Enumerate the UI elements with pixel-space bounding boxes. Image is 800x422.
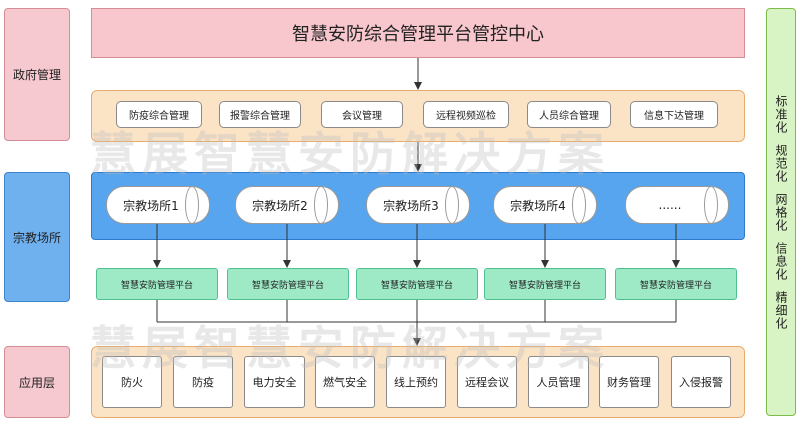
mgmt-item-epidemic[interactable]: 防疫综合管理: [116, 101, 202, 128]
application-layer-text: 应用层: [18, 375, 55, 390]
religious-site-label: 宗教场所: [4, 172, 70, 302]
venue-label: 宗教场所2: [252, 198, 308, 213]
venue-cylinder[interactable]: 宗教场所1: [106, 186, 210, 224]
venue-label: 宗教场所1: [123, 198, 179, 213]
platform-box-label: 智慧安防管理平台: [639, 280, 712, 291]
app-item-online-booking[interactable]: 线上预约: [386, 356, 446, 408]
app-item-remote-meeting[interactable]: 远程会议: [457, 356, 517, 408]
principle-item: 信息化: [774, 241, 788, 281]
app-item-label: 远程会议: [465, 376, 509, 389]
mgmt-item-label: 会议管理: [342, 111, 382, 122]
venue-cylinder[interactable]: 宗教场所2: [235, 186, 339, 224]
mgmt-item-meeting[interactable]: 会议管理: [321, 101, 403, 128]
platform-box[interactable]: 智慧安防管理平台: [227, 268, 349, 300]
platform-box[interactable]: 智慧安防管理平台: [615, 268, 737, 300]
app-item-fire[interactable]: 防火: [102, 356, 162, 408]
platform-box[interactable]: 智慧安防管理平台: [356, 268, 478, 300]
venue-cylinder[interactable]: ......: [625, 186, 729, 224]
application-layer-label: 应用层: [4, 346, 70, 418]
religious-site-text: 宗教场所: [12, 230, 61, 245]
mgmt-item-video-patrol[interactable]: 远程视频巡检: [423, 101, 509, 128]
gov-management-text: 政府管理: [12, 68, 61, 82]
platform-box-label: 智慧安防管理平台: [251, 280, 324, 291]
mgmt-item-alarm[interactable]: 报警综合管理: [219, 101, 301, 128]
mgmt-item-personnel[interactable]: 人员综合管理: [527, 101, 611, 128]
principle-item: 规范化: [774, 143, 788, 183]
mgmt-item-label: 远程视频巡检: [436, 111, 496, 122]
venue-label: 宗教场所3: [383, 198, 439, 213]
mgmt-item-label: 报警综合管理: [230, 111, 290, 122]
platform-box-label: 智慧安防管理平台: [380, 280, 453, 291]
platform-box[interactable]: 智慧安防管理平台: [484, 268, 606, 300]
mgmt-item-label: 信息下达管理: [644, 111, 704, 122]
app-item-label: 防火: [121, 376, 143, 389]
venue-label: 宗教场所4: [510, 198, 566, 213]
platform-box[interactable]: 智慧安防管理平台: [96, 268, 218, 300]
mgmt-item-info-dispatch[interactable]: 信息下达管理: [630, 101, 718, 128]
platform-title-text: 智慧安防综合管理平台管控中心: [292, 24, 544, 45]
app-item-gas-safety[interactable]: 燃气安全: [315, 356, 375, 408]
app-item-label: 燃气安全: [323, 376, 367, 389]
mgmt-item-label: 防疫综合管理: [129, 111, 189, 122]
principle-item: 精细化: [774, 290, 788, 330]
principles-column: 标准化 规范化 网格化 信息化 精细化: [766, 8, 796, 416]
venue-cylinder[interactable]: 宗教场所4: [493, 186, 597, 224]
platform-title: 智慧安防综合管理平台管控中心: [91, 8, 745, 58]
venue-label: ......: [658, 198, 682, 212]
app-item-label: 线上预约: [394, 376, 438, 389]
app-item-label: 入侵报警: [679, 376, 723, 389]
principle-item: 网格化: [774, 192, 788, 232]
app-item-label: 财务管理: [607, 376, 651, 389]
venue-cylinder[interactable]: 宗教场所3: [366, 186, 470, 224]
app-item-personnel[interactable]: 人员管理: [528, 356, 589, 408]
app-item-label: 人员管理: [536, 376, 581, 389]
gov-management-label: 政府管理: [4, 8, 70, 141]
platform-box-label: 智慧安防管理平台: [120, 280, 193, 291]
app-item-label: 防疫: [192, 376, 214, 389]
app-item-epidemic[interactable]: 防疫: [173, 356, 233, 408]
app-item-intrusion-alarm[interactable]: 入侵报警: [671, 356, 731, 408]
app-item-power-safety[interactable]: 电力安全: [244, 356, 305, 408]
mgmt-item-label: 人员综合管理: [539, 111, 599, 122]
principle-item: 标准化: [774, 94, 788, 134]
app-item-finance[interactable]: 财务管理: [599, 356, 659, 408]
platform-box-label: 智慧安防管理平台: [508, 280, 581, 291]
app-item-label: 电力安全: [252, 376, 297, 389]
